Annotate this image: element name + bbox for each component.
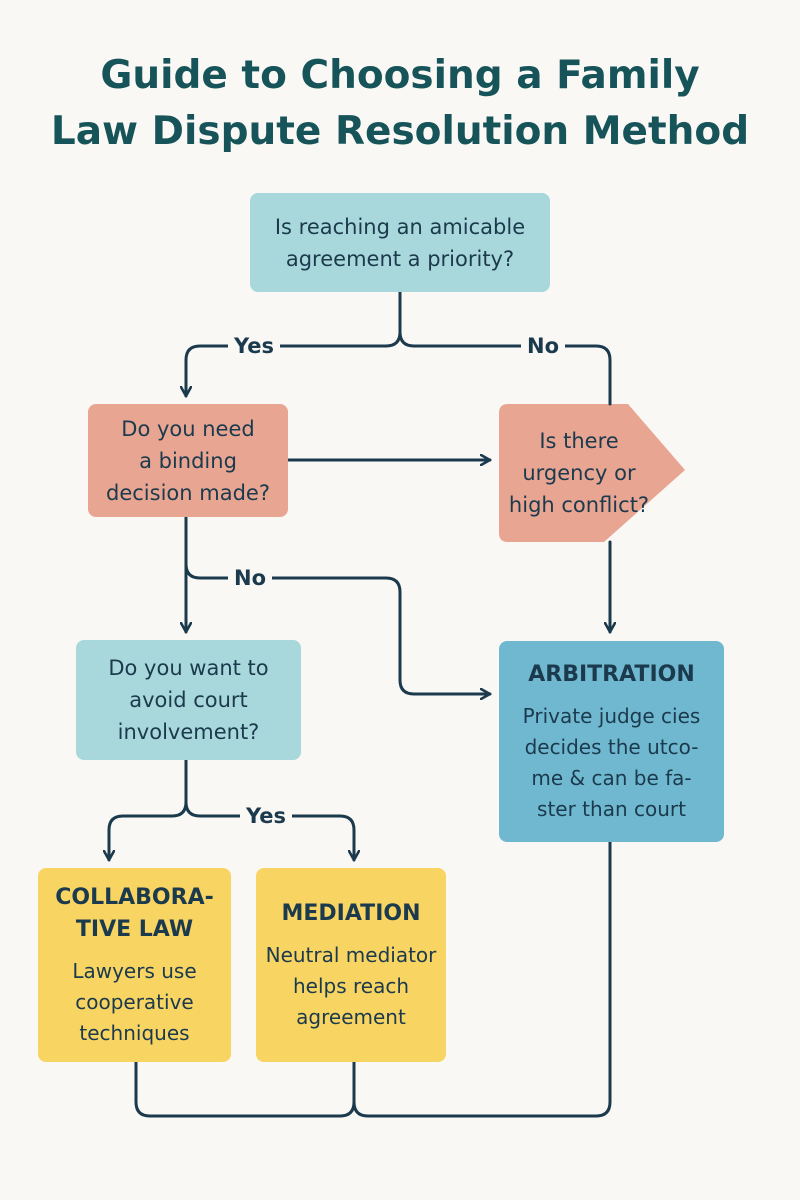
edge-label-no-amicable: No: [521, 333, 566, 359]
outcome-arbitration-desc-line-1: Private judge cies: [522, 703, 701, 728]
outcome-collaborative-node: COLLABORA- TIVE LAW Lawyers use cooperat…: [38, 868, 231, 1062]
title-line-2: Law Dispute Resolution Method: [50, 109, 750, 154]
question-amicable-line-1: Is reaching an amicable: [274, 214, 526, 239]
outcome-collaborative-desc-line-3: techniques: [79, 1020, 190, 1045]
outcome-arbitration-desc-line-3: me & can be fa-: [531, 765, 692, 790]
question-urgency-line-2: urgency or: [522, 461, 636, 485]
connector-binding-no-to-arbitration: [184, 562, 492, 694]
outcome-arbitration-desc-line-2: decides the utco-: [524, 734, 699, 759]
question-binding-node: Do you need a binding decision made?: [88, 404, 288, 517]
connector-avoid-court-split: [109, 758, 188, 862]
outcome-collaborative-description: Lawyers use cooperative techniques: [72, 956, 196, 1049]
outcome-collaborative-desc-line-2: cooperative: [75, 989, 194, 1014]
urgency-node-shape: [499, 404, 685, 542]
question-urgency-node: Is there urgency or high conflict?: [499, 404, 659, 542]
question-amicable-line-2: agreement a priority?: [285, 246, 515, 271]
edge-label-yes-amicable: Yes: [228, 333, 281, 359]
outcome-mediation-title: MEDIATION: [281, 900, 421, 926]
outcome-mediation-desc-line-3: agreement: [296, 1004, 406, 1029]
title-line-1: Guide to Choosing a Family: [100, 53, 700, 98]
outcome-arbitration-description: Private judge cies decides the utco- me …: [523, 701, 701, 825]
connector-bottom-arbitration: [352, 840, 612, 1118]
diagram-title: Guide to Choosing a Family Law Dispute R…: [0, 48, 800, 160]
question-avoid-court-line-2: avoid court: [129, 688, 248, 712]
edge-label-yes-avoid-court: Yes: [240, 803, 293, 829]
connector-avoid-court-mediation: [184, 800, 354, 862]
outcome-mediation-desc-line-1: Neutral mediator: [265, 942, 437, 967]
edge-label-no-binding: No: [228, 565, 273, 591]
connector-amicable-no: [398, 330, 612, 406]
outcome-collaborative-desc-line-1: Lawyers use: [72, 958, 197, 983]
question-urgency-line-1: Is there: [539, 429, 619, 453]
outcome-mediation-node: MEDIATION Neutral mediator helps reach a…: [256, 868, 446, 1062]
outcome-arbitration-desc-line-4: ster than court: [537, 796, 686, 821]
connector-amicable-split: [186, 290, 402, 398]
question-binding-line-1: Do you need: [121, 416, 255, 441]
outcome-mediation-desc-line-2: helps reach: [292, 973, 410, 998]
outcome-arbitration-title: ARBITRATION: [528, 661, 695, 687]
question-binding-line-2: a binding: [139, 448, 237, 473]
outcome-collaborative-title-line-1: COLLABORA-: [55, 884, 214, 910]
outcome-arbitration-node: ARBITRATION Private judge cies decides t…: [499, 641, 724, 842]
outcome-collaborative-title: COLLABORA- TIVE LAW: [55, 882, 213, 946]
question-urgency-line-3: high conflict?: [508, 493, 650, 517]
question-avoid-court-node: Do you want to avoid court involvement?: [76, 640, 301, 760]
connector-bottom-collaborative: [134, 1060, 356, 1118]
outcome-collaborative-title-line-2: TIVE LAW: [75, 916, 194, 942]
outcome-mediation-description: Neutral mediator helps reach agreement: [266, 940, 437, 1033]
question-amicable-node: Is reaching an amicable agreement a prio…: [250, 193, 550, 292]
question-avoid-court-line-1: Do you want to: [108, 656, 269, 680]
question-binding-line-3: decision made?: [106, 480, 270, 505]
question-avoid-court-line-3: involvement?: [117, 720, 260, 744]
